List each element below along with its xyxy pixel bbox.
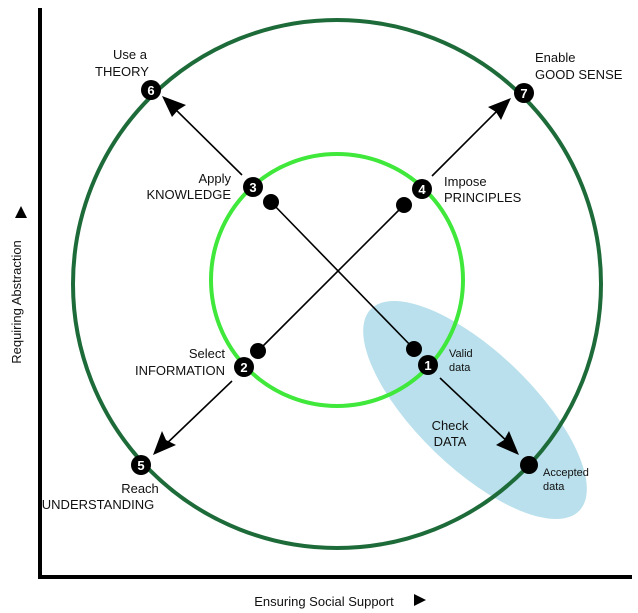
node-5-label-line2: UNDERSTANDING (42, 497, 154, 512)
node-1-number: 1 (424, 358, 431, 373)
y-axis-label: Requiring Abstraction (9, 240, 24, 364)
node-7-number: 7 (520, 86, 527, 101)
diagonal-line-knowledge-to-data (270, 201, 415, 350)
outer-circle (71, 18, 603, 550)
node-2: 2 (234, 357, 254, 377)
arrow-to-accepted-data (439, 377, 512, 446)
node-3-label-line2: KNOWLEDGE (146, 187, 231, 202)
node-5-label-line1: Reach (121, 481, 159, 496)
check-data-label-line2: DATA (434, 434, 467, 449)
arrow-to-good-sense (431, 105, 503, 177)
node-4-number: 4 (418, 182, 426, 197)
node-2-label-line1: Select (189, 346, 226, 361)
dot-valid-data (406, 341, 422, 357)
node-4-label-line2: PRINCIPLES (444, 190, 522, 205)
arrow-to-understanding (161, 380, 233, 449)
node-6-label-line1: Use a (113, 47, 148, 62)
node-2-label-line2: INFORMATION (135, 363, 225, 378)
accepted-data-label-line2: data (543, 481, 565, 493)
node-1-label-line1: Valid (449, 348, 473, 360)
node-3-number: 3 (249, 180, 256, 195)
arrowhead-to-theory (162, 96, 186, 117)
node-3: 3 (243, 177, 263, 197)
node-7-label-line2: GOOD SENSE (535, 67, 623, 82)
node-6: 6 (141, 80, 161, 100)
dot-knowledge (263, 194, 279, 210)
dot-accepted-data (520, 456, 538, 474)
node-2-number: 2 (240, 360, 247, 375)
node-4: 4 (412, 179, 432, 199)
x-axis-label: Ensuring Social Support (254, 594, 394, 609)
diagonal-line-principles-to-information (257, 204, 405, 352)
node-4-label-line1: Impose (444, 174, 487, 189)
node-7-label-line1: Enable (535, 50, 575, 65)
node-6-label-line2: THEORY (95, 64, 149, 79)
dot-information (250, 343, 266, 359)
arrowhead-to-understanding (153, 431, 176, 455)
accepted-data-label-line1: Accepted (543, 467, 589, 479)
arrowhead-to-accepted-data (496, 431, 519, 455)
x-axis-arrow-icon (414, 594, 426, 606)
y-axis-arrow-icon (15, 206, 27, 218)
node-7: 7 (514, 83, 534, 103)
node-5: 5 (131, 455, 151, 475)
node-1-label-line2: data (449, 362, 471, 374)
node-6-number: 6 (147, 83, 154, 98)
inner-circle (209, 152, 465, 408)
node-5-number: 5 (137, 458, 144, 473)
node-3-label-line1: Apply (198, 171, 231, 186)
check-data-label-line1: Check (432, 418, 469, 433)
arrowhead-to-good-sense (488, 98, 511, 120)
arrow-to-theory (168, 102, 243, 176)
node-1: 1 (418, 355, 438, 375)
dot-principles (396, 197, 412, 213)
